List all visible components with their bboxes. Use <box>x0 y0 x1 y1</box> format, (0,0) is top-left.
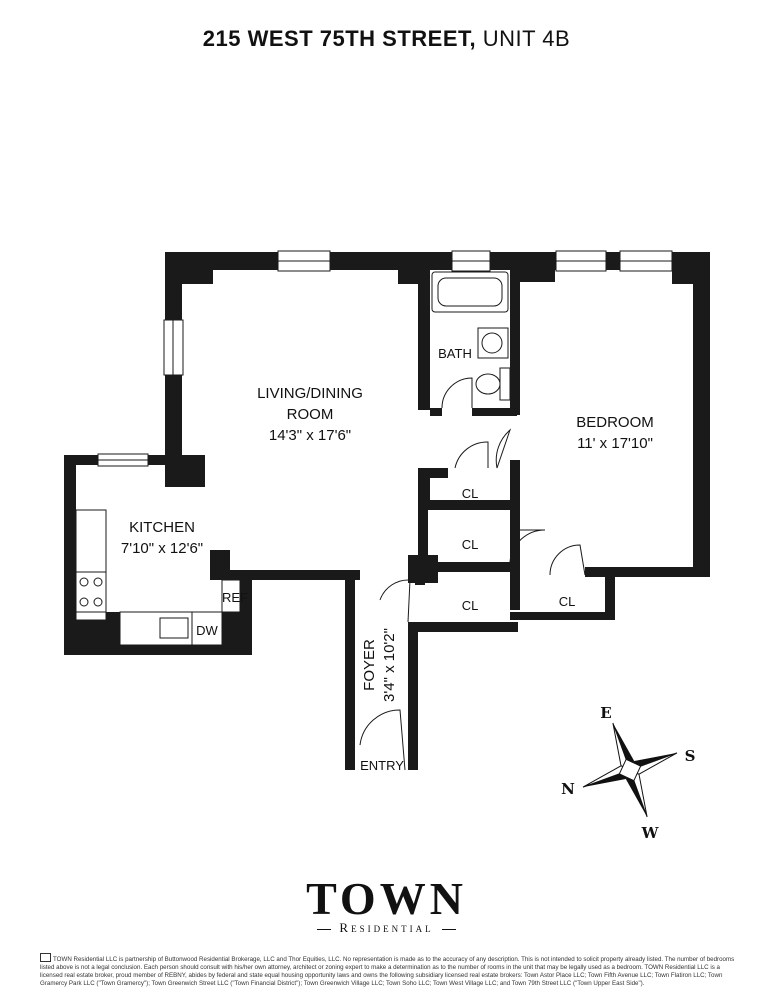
title-unit: UNIT 4B <box>476 26 571 51</box>
closet-label-1: CL <box>462 486 479 501</box>
compass-south: S <box>685 747 696 765</box>
brand-logo: TOWN Residential <box>0 876 773 936</box>
living-room-label: LIVING/DINING <box>257 385 363 402</box>
stove-icon <box>75 571 107 613</box>
page-title: 215 WEST 75TH STREET, UNIT 4B <box>0 26 773 52</box>
brand-subtitle: Residential <box>339 920 434 935</box>
living-room-label-2: ROOM <box>287 406 334 423</box>
foyer-label: FOYER <box>361 639 378 691</box>
compass-west: W <box>641 824 660 842</box>
doors <box>359 377 586 771</box>
title-address: 215 WEST 75TH STREET, <box>202 26 477 51</box>
compass-north: N <box>561 780 575 798</box>
disclaimer-text: TOWN Residential LLC is partnership of B… <box>40 956 735 987</box>
kitchen-label: KITCHEN <box>129 519 195 536</box>
kitchen-sink-icon <box>159 617 189 639</box>
disclaimer: TOWN Residential LLC is partnership of B… <box>40 953 740 988</box>
bath-label: BATH <box>438 346 472 361</box>
equal-housing-icon <box>40 953 51 962</box>
compass-rose-icon <box>582 722 678 818</box>
entry-label: ENTRY <box>360 758 404 773</box>
closet-label-4: CL <box>559 594 576 609</box>
ref-label: REF <box>222 590 248 605</box>
kitchen-dims: 7'10" x 12'6" <box>121 540 203 557</box>
walls <box>64 252 710 770</box>
fixtures <box>75 271 511 646</box>
foyer-dims: 3'4" x 10'2" <box>381 628 398 702</box>
toilet-icon <box>499 367 511 401</box>
closet-label-2: CL <box>462 537 479 552</box>
brand-name: TOWN <box>306 873 467 924</box>
closet-label-3: CL <box>462 598 479 613</box>
bedroom-dims: 11' x 17'10" <box>577 435 653 452</box>
compass-east: E <box>600 704 611 722</box>
living-room-dims: 14'3" x 17'6" <box>269 427 351 444</box>
bedroom-label: BEDROOM <box>576 414 654 431</box>
dw-label: DW <box>196 623 218 638</box>
room-labels: LIVING/DINING ROOM 14'3" x 17'6" BEDROOM… <box>121 346 654 773</box>
